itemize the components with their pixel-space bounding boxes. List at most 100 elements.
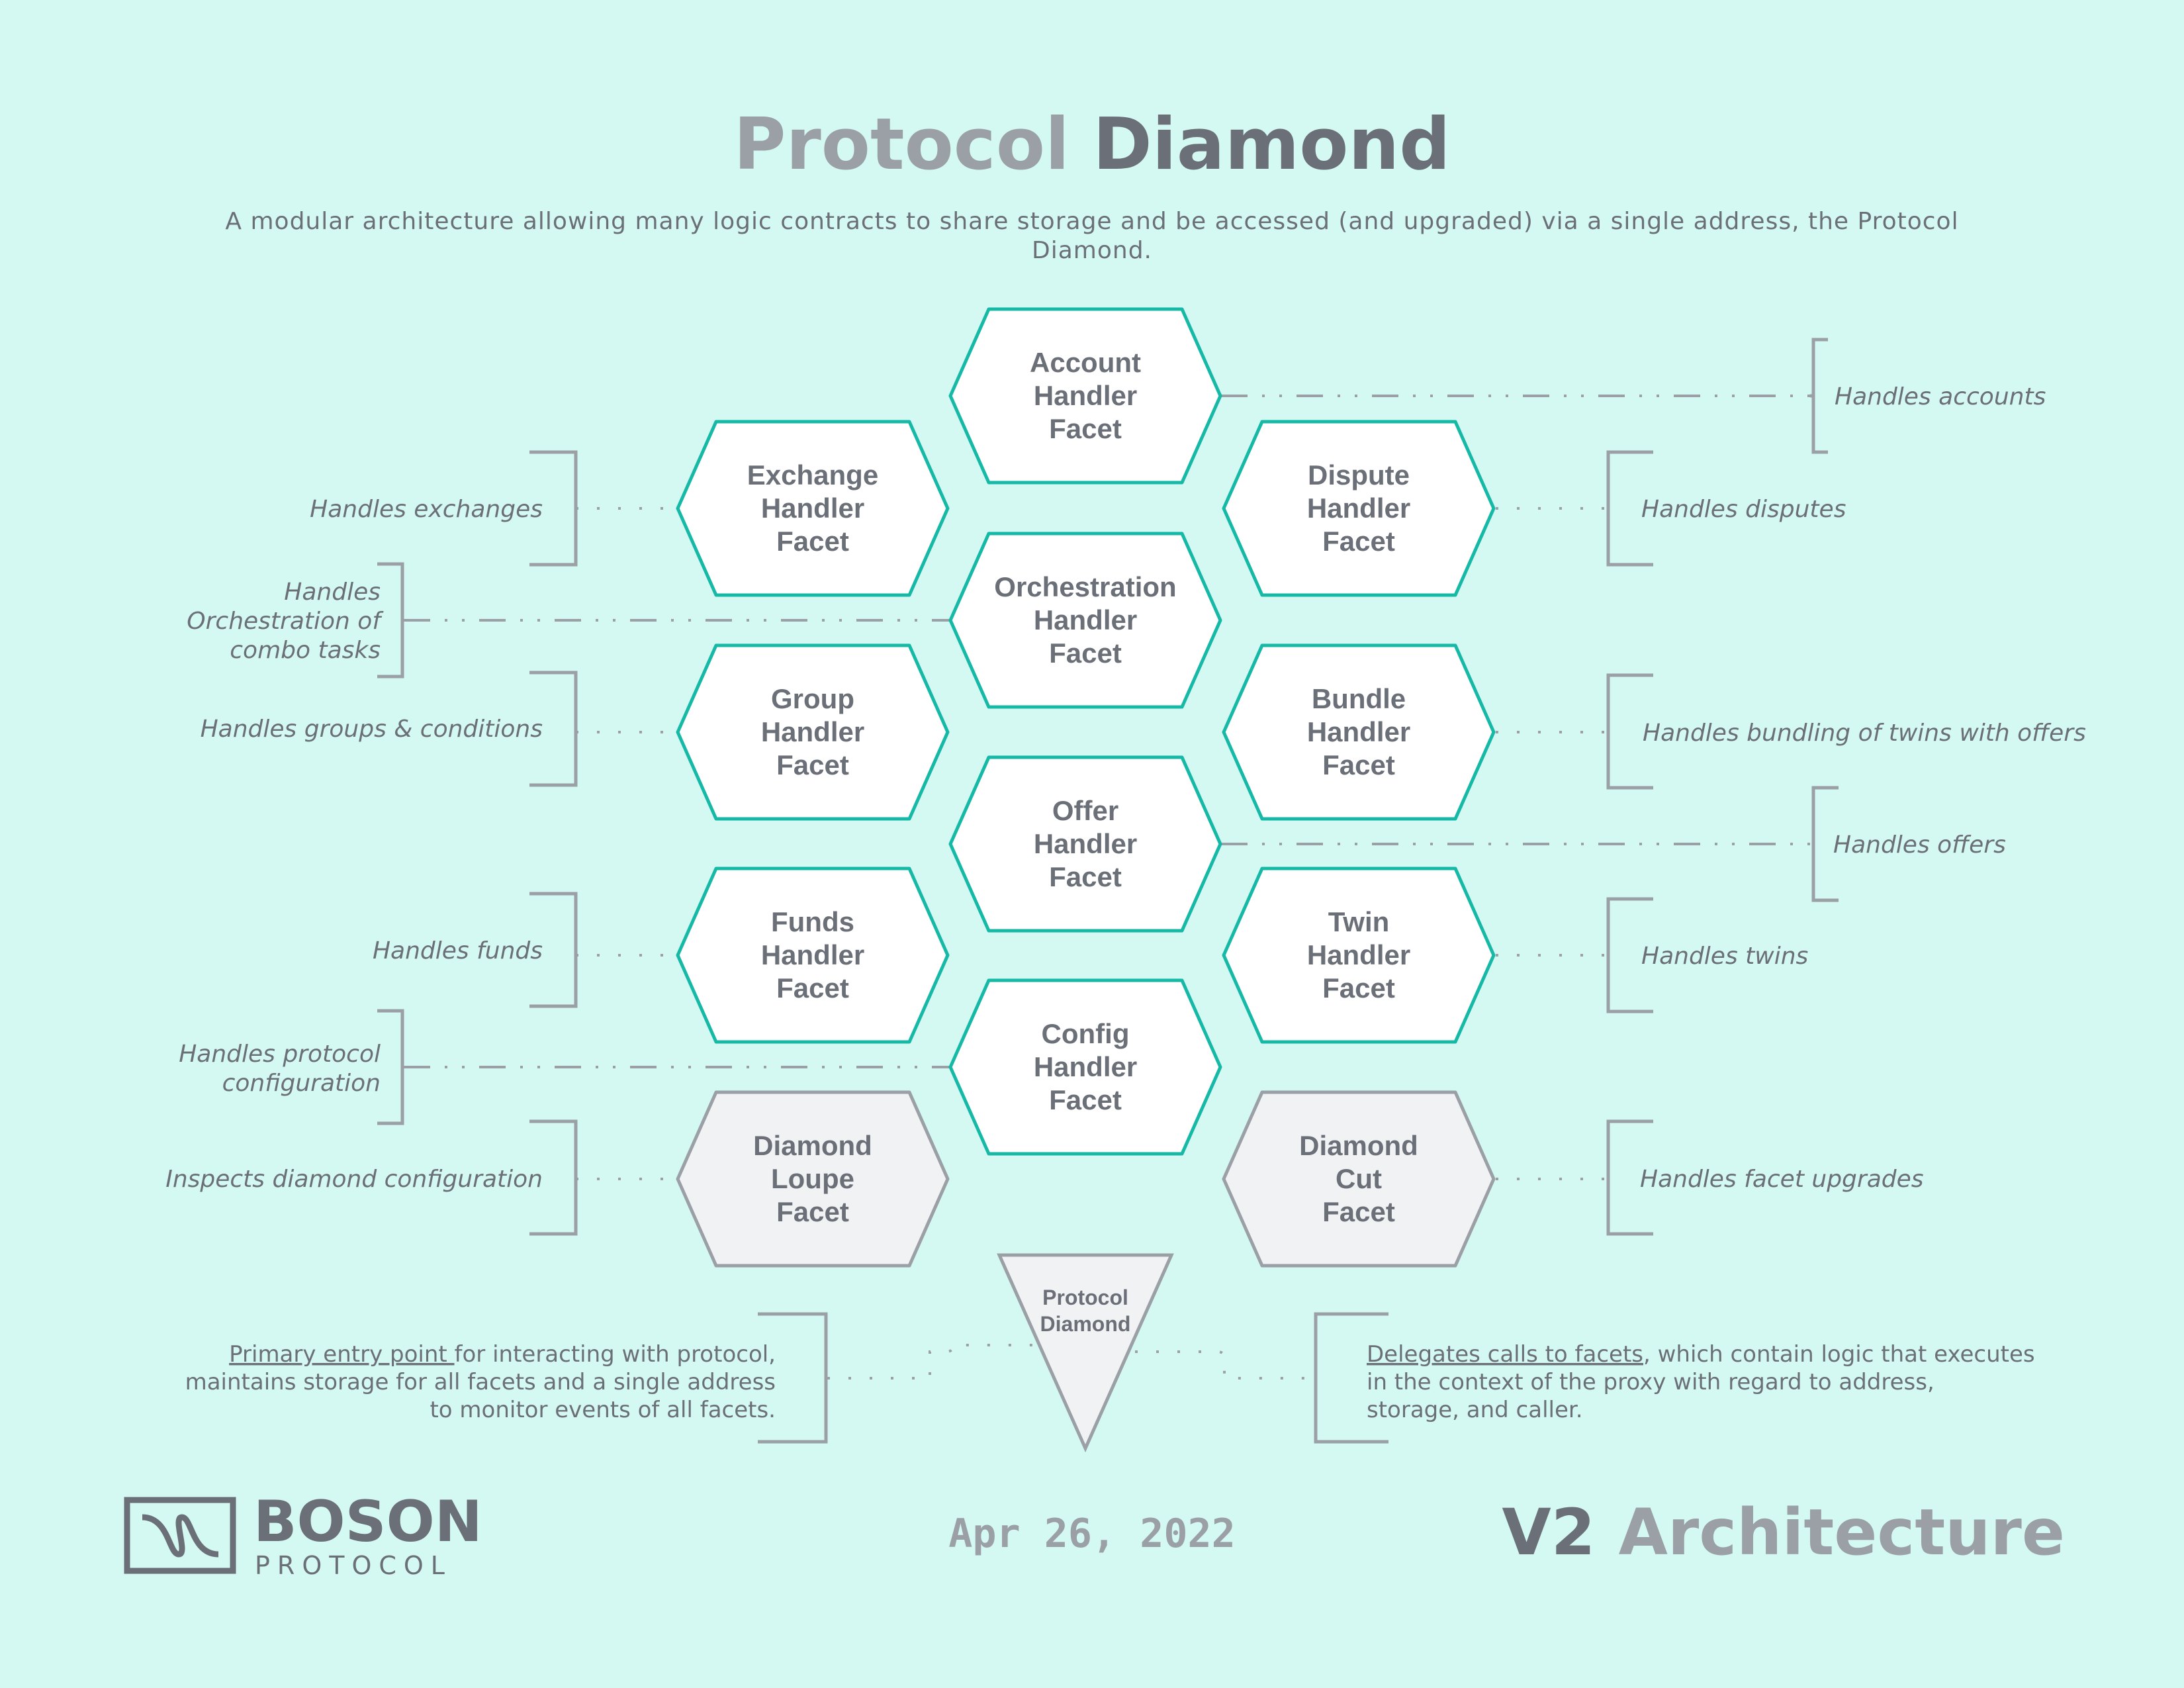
facet-dispute-label-line-3: Facet [1322,526,1395,557]
bracket-twins [1606,897,1653,1013]
label-groups: Handles groups & conditions [201,716,543,743]
protocol-diamond-triangle [997,1253,1174,1453]
facet-bundle-hexagon [1222,643,1496,821]
facet-exchange-hexagon [676,420,950,597]
label-accounts: Handles accounts [1835,383,2046,410]
label-exchanges: Handles exchanges [310,496,543,523]
facet-dispute-label-line-2: Handler [1307,492,1410,524]
facet-group-label-line-3: Facet [776,749,849,780]
facet-exchange-label-line-3: Facet [776,526,849,557]
facet-diamond-cut-label-line-3: Facet [1322,1196,1395,1227]
note-left-line-3: to monitor events of all facets. [430,1397,776,1423]
facet-account-hexagon [948,307,1222,485]
bracket-exchanges [529,450,578,567]
facet-orchestration-label-line-1: Orchestration [994,571,1176,602]
note-right-line-3: storage, and caller. [1367,1397,1583,1423]
bracket-bundles [1606,673,1653,790]
facet-offer-hexagon [948,755,1222,933]
bracket-orchestration [377,562,404,679]
title-part-2: Diamond [1093,103,1450,186]
date-stamp: Apr 26, 2022 [948,1511,1235,1557]
protocol-diamond-label-line-2: Diamond [1040,1312,1131,1336]
facet-twin-label-line-2: Handler [1307,939,1410,970]
facet-bundle-label-line-3: Facet [1322,749,1395,780]
facet-config-hexagon [948,978,1222,1156]
label-orchestration-line-1: Handles [284,579,381,606]
note-left-line-1-rest: for interacting with protocol, [455,1341,776,1368]
bracket-disputes [1606,450,1653,567]
facet-diamond-cut-label-line-1: Diamond [1299,1130,1418,1161]
bracket-offers [1811,786,1839,902]
note-left-line-1: Primary entry point for interacting with… [229,1341,776,1368]
facet-group-hexagon [676,643,950,821]
note-right-line-2: in the context of the proxy with regard … [1367,1369,1934,1395]
note-left: Primary entry point for interacting with… [185,1341,776,1423]
label-config-line-2: configuration [222,1070,381,1097]
facet-twin-label-line-1: Twin [1328,906,1390,937]
facet-bundle-label-line-1: Bundle [1312,683,1406,714]
facet-config-label-line-3: Facet [1049,1084,1122,1115]
facet-offer-label-line-2: Handler [1034,828,1137,859]
facet-account-label-line-1: Account [1030,347,1141,378]
note-right-line-1: Delegates calls to facets, which contain… [1367,1341,2035,1368]
facet-diamond-cut-label-line-2: Cut [1336,1163,1382,1194]
facet-orchestration-label-line-2: Handler [1034,604,1137,635]
facet-config-label-line-1: Config [1042,1018,1130,1049]
facet-account-label-line-3: Facet [1049,413,1122,444]
note-right-line-1-rest: , which contain logic that executes [1643,1341,2035,1368]
subtitle-line-2: Diamond. [1032,237,1152,264]
facet-account-label-line-2: Handler [1034,380,1137,411]
side-labels: Handles accounts Handles exchanges Handl… [165,383,2086,1193]
bracket-groups [529,671,578,787]
label-orchestration-line-2: Orchestration of [187,608,384,635]
bracket-note-right [1314,1312,1388,1444]
facet-funds-label-line-1: Funds [771,906,854,937]
note-right-underlined: Delegates calls to facets [1367,1341,1643,1368]
connectors [404,395,1810,1380]
facet-exchange-label-line-2: Handler [761,492,864,524]
facet-funds-hexagon [676,867,950,1044]
facet-twin-hexagon [1222,867,1496,1044]
facet-offer-label-line-1: Offer [1052,795,1118,826]
label-offers: Handles offers [1833,831,2006,859]
protocol-diamond-label-line-1: Protocol [1042,1286,1128,1309]
facet-diamond-loupe-label-line-3: Facet [776,1196,849,1227]
bracket-config [377,1009,404,1125]
page-title: Protocol Diamond [733,103,1450,186]
footer-version: V2 [1502,1495,1595,1570]
label-disputes: Handles disputes [1641,496,1846,523]
facet-diamond-cut-hexagon [1222,1090,1496,1268]
connector-diamond-left [827,1344,1039,1380]
protocol-diamond: Protocol Diamond [997,1253,1174,1453]
facet-diamond-loupe-label-line-1: Diamond [753,1130,872,1161]
facet-diamond-loupe-hexagon [676,1090,950,1268]
facet-twin-label-line-3: Facet [1322,972,1395,1004]
label-loupe: Inspects diamond configuration [165,1166,543,1193]
title-part-1: Protocol [733,103,1069,186]
facet-funds-label-line-3: Facet [776,972,849,1004]
facet-group-label-line-1: Group [771,683,854,714]
note-right: Delegates calls to facets, which contain… [1367,1341,2035,1423]
facet-exchange-label-line-1: Exchange [747,459,878,491]
bracket-funds [529,892,578,1008]
note-left-line-2: maintains storage for all facets and a s… [185,1369,776,1395]
facet-orchestration-label-line-3: Facet [1049,637,1122,669]
label-orchestration-line-3: combo tasks [230,637,381,664]
facet-bundle-label-line-2: Handler [1307,716,1410,747]
label-bundles: Handles bundling of twins with offers [1643,720,2086,747]
facet-orchestration-hexagon [948,532,1222,709]
facet-dispute-hexagon [1222,420,1496,597]
connector-diamond-right [1135,1350,1314,1380]
label-config-line-1: Handles protocol [179,1041,381,1068]
facet-hexagons: AccountHandlerFacetExchangeHandlerFacetD… [676,307,1496,1268]
